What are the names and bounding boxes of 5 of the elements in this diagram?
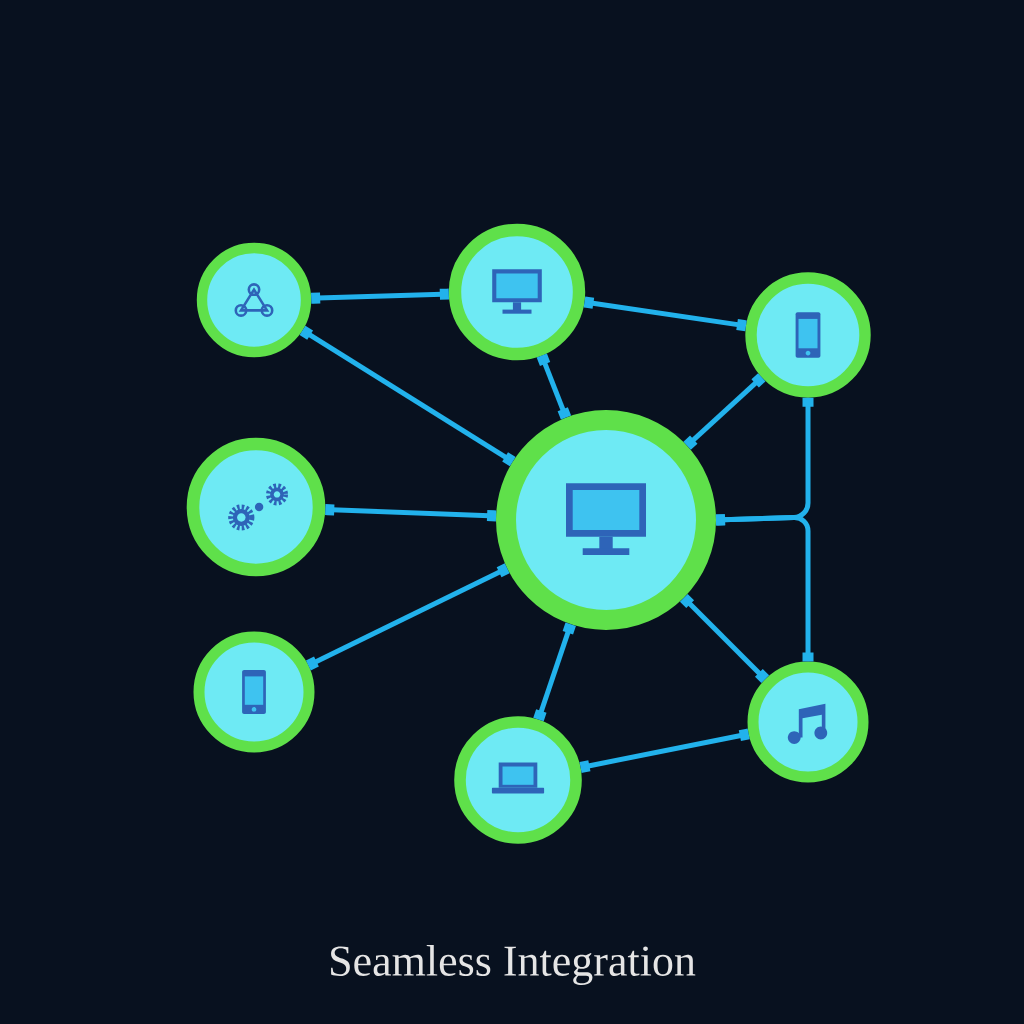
connector [715,514,814,662]
connector [579,728,750,773]
title: Seamless Integration [331,945,696,985]
connector [325,504,497,522]
connector [311,288,449,304]
